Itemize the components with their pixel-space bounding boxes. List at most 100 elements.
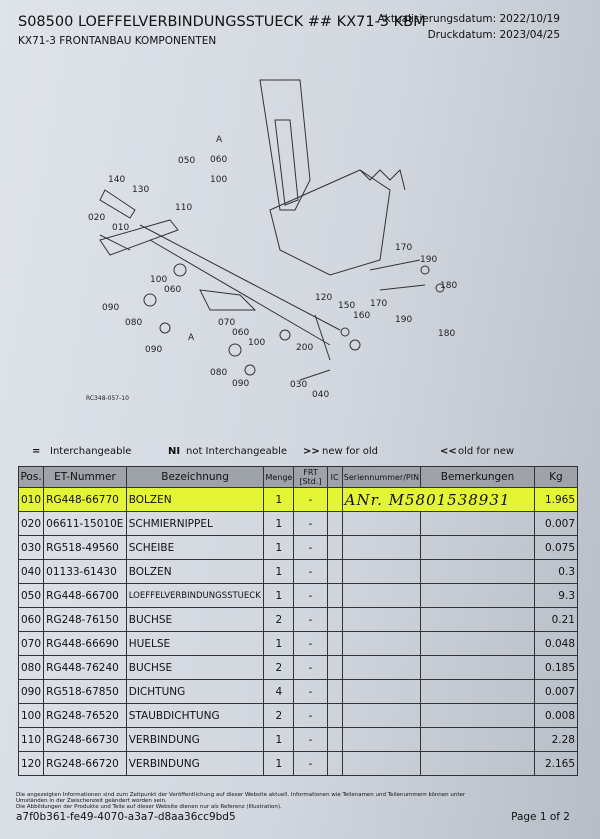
- cell-description: SCHMIERNIPPEL: [125, 511, 265, 536]
- cell-pos: 060: [17, 607, 45, 632]
- cell-description: SCHEIBE: [125, 535, 265, 560]
- cell-qty: 1: [263, 583, 295, 608]
- cell-remarks: [420, 511, 535, 536]
- cell-serial-note: [341, 535, 422, 560]
- document-title: S08500 LOEFFELVERBINDUNGSSTUECK ## KX71-…: [18, 14, 426, 30]
- cell-kg: 2.165: [533, 751, 579, 776]
- cell-remarks: [420, 607, 535, 632]
- cell-qty: 1: [263, 559, 295, 584]
- cell-qty: 1: [263, 535, 295, 560]
- cell-frt: -: [293, 511, 328, 536]
- cell-description: HUELSE: [125, 631, 265, 656]
- cell-description: DICHTUNG: [125, 679, 265, 704]
- cell-qty: 1: [263, 631, 295, 656]
- cell-serial-note: [341, 607, 422, 632]
- cell-kg: 0.007: [533, 511, 579, 536]
- label-120: 120: [315, 293, 332, 303]
- col-qty: Menge: [263, 466, 295, 488]
- cell-part-number: 01133-61430: [43, 559, 127, 584]
- cell-ic: [326, 559, 343, 584]
- legend-not-interchangeable: not Interchangeable: [186, 446, 288, 457]
- cell-ic: [326, 607, 343, 632]
- cell-remarks: [420, 535, 535, 560]
- legend-old-for-new: old for new: [458, 446, 515, 457]
- cell-remarks: [420, 679, 535, 704]
- label-170b: 170: [370, 299, 387, 309]
- cell-remarks: [420, 703, 535, 728]
- cell-kg: 9.3: [533, 583, 579, 608]
- cell-ic: [326, 631, 343, 656]
- table-header: Pos. ET-Nummer Bezeichnung Menge FRT [St…: [17, 466, 579, 488]
- cell-kg: 0.3: [533, 559, 579, 584]
- cell-ic: [326, 679, 343, 704]
- cell-kg: 1.965: [533, 487, 579, 512]
- cell-serial-note: [341, 703, 422, 728]
- cell-description: BOLZEN: [125, 487, 265, 512]
- col-kg: Kg: [533, 466, 579, 488]
- label-010: 010: [112, 223, 129, 233]
- label-170: 170: [395, 243, 412, 253]
- cell-qty: 4: [263, 679, 295, 704]
- cell-kg: 0.185: [533, 655, 579, 680]
- disclaimer-line-2: Die Abbildungen der Produkte und Teile a…: [16, 804, 282, 810]
- cell-qty: 2: [263, 607, 295, 632]
- cell-part-number: RG448-66700: [43, 583, 127, 608]
- cell-remarks: [420, 583, 535, 608]
- cell-qty: 1: [263, 487, 295, 512]
- label-100: 100: [150, 275, 167, 285]
- col-serial: Seriennummer/PIN: [341, 466, 422, 488]
- cell-serial-note: [341, 679, 422, 704]
- cell-qty: 2: [263, 703, 295, 728]
- label-090b: 090: [145, 345, 162, 355]
- cell-frt: -: [293, 487, 328, 512]
- cell-remarks: [420, 559, 535, 584]
- cell-qty: 1: [263, 511, 295, 536]
- label-090: 090: [102, 303, 119, 313]
- updated-date: Aktualisierungsdatum: 2022/10/19: [377, 13, 560, 25]
- cell-serial-note: [341, 559, 422, 584]
- old-for-new-icon: <<: [440, 446, 457, 457]
- label-a: A: [188, 333, 195, 343]
- cell-frt: -: [293, 583, 328, 608]
- label-090c: 090: [232, 379, 249, 389]
- disclaimer-line-1: Die angezeigten Informationen sind zum Z…: [16, 792, 466, 804]
- label-110: 110: [175, 203, 192, 213]
- cell-description: STAUBDICHTUNG: [125, 703, 265, 728]
- label-070: 070: [218, 318, 235, 328]
- col-pos: Pos.: [17, 466, 45, 488]
- cell-part-number: RG518-49560: [43, 535, 127, 560]
- diagram-code: RC348-057-10: [86, 395, 129, 402]
- cell-pos: 090: [17, 679, 45, 704]
- equals-icon: =: [32, 446, 41, 457]
- parts-table: Pos. ET-Nummer Bezeichnung Menge FRT [St…: [17, 466, 579, 776]
- cell-description: BUCHSE: [125, 607, 265, 632]
- cell-part-number: RG448-76240: [43, 655, 127, 680]
- cell-pos: 100: [17, 703, 45, 728]
- label-200: 200: [296, 343, 313, 353]
- cell-frt: -: [293, 703, 328, 728]
- cell-frt: -: [293, 559, 328, 584]
- cell-description: BUCHSE: [125, 655, 265, 680]
- cell-pos: 120: [17, 751, 45, 776]
- cell-serial-note: [341, 727, 422, 752]
- label-140: 140: [108, 175, 125, 185]
- label-100-top: 100: [210, 175, 227, 185]
- cell-part-number: RG248-76150: [43, 607, 127, 632]
- cell-pos: 030: [17, 535, 45, 560]
- new-for-old-icon: >>: [303, 446, 320, 457]
- cell-serial-note: [341, 583, 422, 608]
- cell-frt: -: [293, 727, 328, 752]
- cell-ic: [326, 535, 343, 560]
- document-id: a7f0b361-fe49-4070-a3a7-d8aa36cc9bd5: [16, 811, 236, 823]
- cell-part-number: RG248-66720: [43, 751, 127, 776]
- document-subtitle: KX71-3 FRONTANBAU KOMPONENTEN: [18, 35, 217, 47]
- callout-labels: 140 130 020 010 110 050 A 060 100 100 06…: [86, 135, 457, 402]
- cell-description: LOEFFELVERBINDUNGSSTUECK: [125, 583, 265, 608]
- cell-qty: 2: [263, 655, 295, 680]
- cell-description: VERBINDUNG: [125, 751, 265, 776]
- cell-kg: 0.007: [533, 679, 579, 704]
